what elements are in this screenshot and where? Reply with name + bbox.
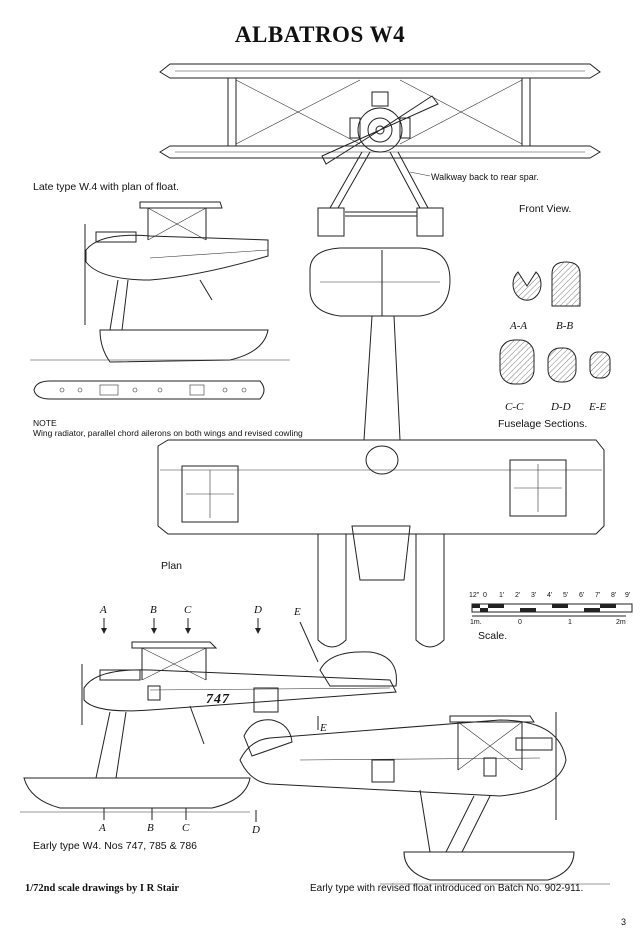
scale-tick: 0: [518, 619, 522, 626]
page-title: ALBATROS W4: [234, 22, 406, 47]
fuselage-sections-label: Fuselage Sections.: [498, 418, 588, 430]
section-label-d: D-D: [551, 401, 571, 413]
scale-tick: 3': [531, 592, 537, 599]
revised-float-label: Early type with revised float introduced…: [310, 883, 584, 894]
scale-tick: 1: [568, 619, 572, 626]
front-view-label: Front View.: [519, 203, 572, 215]
late-type-side-view: [30, 201, 290, 400]
credit-line: 1/72nd scale drawings by I R Stair: [25, 883, 180, 894]
page-number: 3: [621, 917, 627, 927]
late-type-label: Late type W.4 with plan of float.: [33, 181, 179, 193]
scale-tick: 9': [625, 592, 631, 599]
scale-tick: 1m.: [470, 619, 482, 626]
scale-tick: 4': [547, 592, 553, 599]
scale-tick: 2': [515, 592, 521, 599]
marker-b-top: B: [150, 604, 157, 616]
scale-tick: 2m: [616, 619, 626, 626]
walkway-label: Walkway back to rear spar.: [431, 172, 539, 182]
fuselage-sections-drawing: [499, 261, 611, 385]
plan-label: Plan: [161, 560, 183, 572]
marker-b-bottom: B: [147, 822, 154, 834]
note-heading: NOTE: [33, 418, 57, 428]
early-type-side-view: [20, 641, 610, 885]
marker-e-side: E: [320, 722, 327, 734]
section-label-c: C-C: [505, 401, 524, 413]
scale-metre-ticks: 1m. 0 1 2m: [470, 619, 635, 629]
section-label-b: B-B: [556, 320, 574, 332]
scale-tick: 5': [563, 592, 569, 599]
marker-d-bottom: D: [252, 824, 260, 836]
early-type-label: Early type W4. Nos 747, 785 & 786: [33, 840, 198, 852]
marker-d-top: D: [254, 604, 262, 616]
section-label-a: A-A: [510, 320, 528, 332]
scale-feet-ticks: 12" 0 1' 2' 3' 4' 5' 6' 7' 8' 9': [469, 592, 634, 602]
fuselage-serial: 747: [206, 692, 230, 707]
scale-tick: 0: [483, 592, 487, 599]
scale-tick: 7': [595, 592, 601, 599]
scale-bar: [471, 603, 633, 617]
front-view-drawing: [159, 63, 601, 237]
note-text: Wing radiator, parallel chord ailerons o…: [33, 428, 303, 438]
scale-tick: 12": [469, 592, 480, 599]
scale-label: Scale.: [478, 630, 508, 642]
scale-tick: 8': [611, 592, 617, 599]
marker-a-top: A: [100, 604, 107, 616]
marker-c-top: C: [184, 604, 192, 616]
marker-e-top: E: [294, 606, 301, 618]
marker-c-bottom: C: [182, 822, 190, 834]
marker-a-bottom: A: [99, 822, 106, 834]
section-marker-arrows: [101, 618, 319, 822]
scale-tick: 6': [579, 592, 585, 599]
plan-view-drawing: [157, 247, 605, 648]
section-label-e: E-E: [589, 401, 607, 413]
scale-tick: 1': [499, 592, 505, 599]
